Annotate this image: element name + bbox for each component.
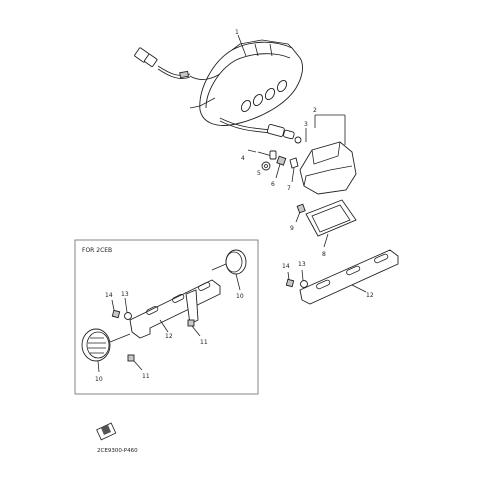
callout-14b: 14 — [282, 263, 290, 270]
callout-6: 6 — [271, 181, 275, 188]
bracket-12-inset: 12 — [129, 279, 221, 340]
license-light — [299, 141, 357, 195]
nut-11-lower: 11 — [127, 354, 150, 380]
inset-label: FOR 2CEB — [82, 247, 112, 254]
screw-9: 9 — [290, 203, 306, 232]
callout-5: 5 — [257, 170, 261, 177]
nut-14-right: 14 — [282, 263, 295, 288]
nut-14-inset: 14 — [105, 292, 121, 319]
callout-1: 1 — [235, 29, 239, 36]
callout-11a: 11 — [200, 339, 208, 346]
bulb-socket — [266, 124, 302, 144]
callout-12b: 12 — [366, 292, 374, 299]
callout-9: 9 — [290, 225, 294, 232]
lens-8: 8 — [305, 199, 357, 258]
washer-13-inset: 13 — [121, 291, 132, 320]
callout-14a: 14 — [105, 292, 113, 299]
bracket-12-right: 12 — [299, 249, 399, 305]
washer-5: 5 — [257, 161, 271, 177]
clip-7: 7 — [287, 157, 299, 192]
washer-13-right: 13 — [298, 261, 308, 288]
callout-7: 7 — [287, 185, 291, 192]
reflector-10-left: 10 — [81, 328, 111, 383]
bulb-wire — [219, 117, 271, 131]
callout-10a: 10 — [95, 376, 103, 383]
callout-13b: 13 — [298, 261, 306, 268]
callout-3: 3 — [304, 121, 308, 128]
callout-13a: 13 — [121, 291, 129, 298]
inset-for-2ceb: FOR 2CEB 10 12 14 — [74, 239, 259, 395]
callout-8: 8 — [322, 251, 326, 258]
wire-connector — [134, 47, 191, 79]
callout-10b: 10 — [236, 293, 244, 300]
screw-4: 4 — [241, 149, 277, 162]
tail-light-assembly: 1 — [189, 29, 303, 126]
callout-11b: 11 — [142, 373, 150, 380]
page-reference: 2CE9300-P460 — [97, 448, 138, 454]
page-ref-badge — [96, 422, 117, 441]
nut-11-upper: 11 — [187, 319, 208, 346]
callout-2: 2 — [313, 107, 317, 114]
nut-6: 6 — [271, 155, 287, 188]
callout-12a: 12 — [165, 333, 173, 340]
reflector-10-right: 10 — [225, 249, 247, 300]
callout-4: 4 — [241, 155, 245, 162]
